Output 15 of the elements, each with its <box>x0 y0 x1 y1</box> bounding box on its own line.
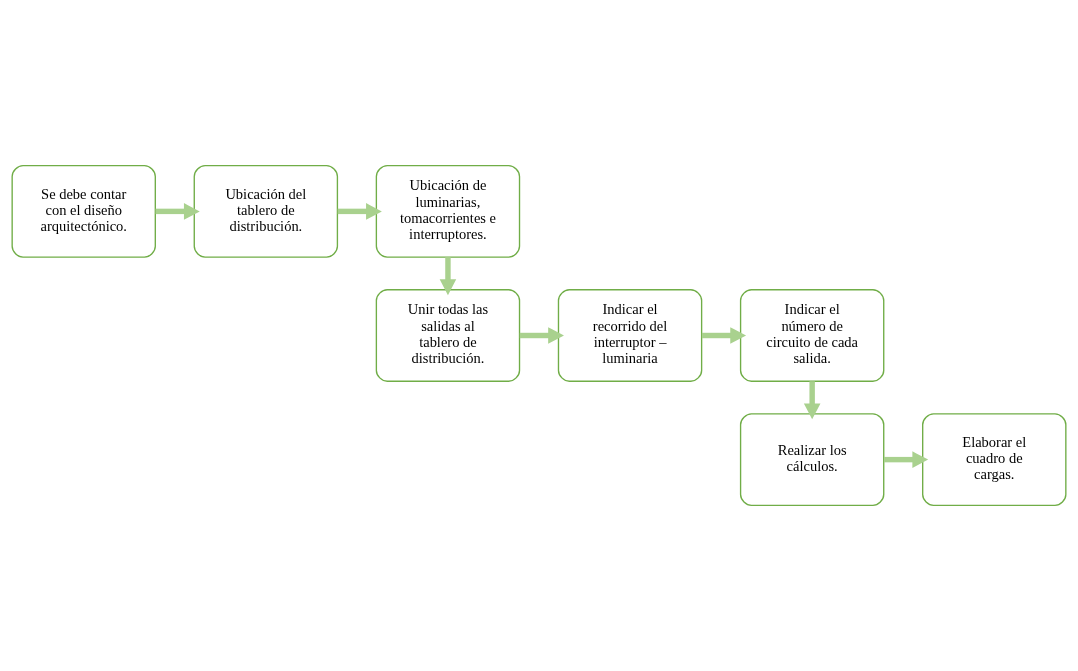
arrow <box>884 451 929 468</box>
arrow <box>155 203 200 220</box>
arrow <box>701 327 747 344</box>
arrow <box>439 257 457 296</box>
node-box: Realizar los cálculos. <box>739 413 885 507</box>
node-box: Elaborar el cuadro de cargas. <box>922 413 1067 507</box>
node-box: Ubicación del tablero de distribución. <box>193 164 339 258</box>
arrow <box>803 381 821 420</box>
node-box: Ubicación de luminarias, tomacorrientes e interruptores. <box>375 164 521 258</box>
node-box: Indicar el número de circuito de cada salida. <box>739 289 885 382</box>
node-box: Indicar el recorrido del interruptor – luminaria <box>557 289 703 382</box>
arrow <box>519 327 564 344</box>
arrow <box>337 203 382 220</box>
node-box: Se debe contar con el diseño arquitectónico. <box>11 164 156 258</box>
node-box: Unir todas las salidas al tablero de distribución. <box>375 289 521 382</box>
